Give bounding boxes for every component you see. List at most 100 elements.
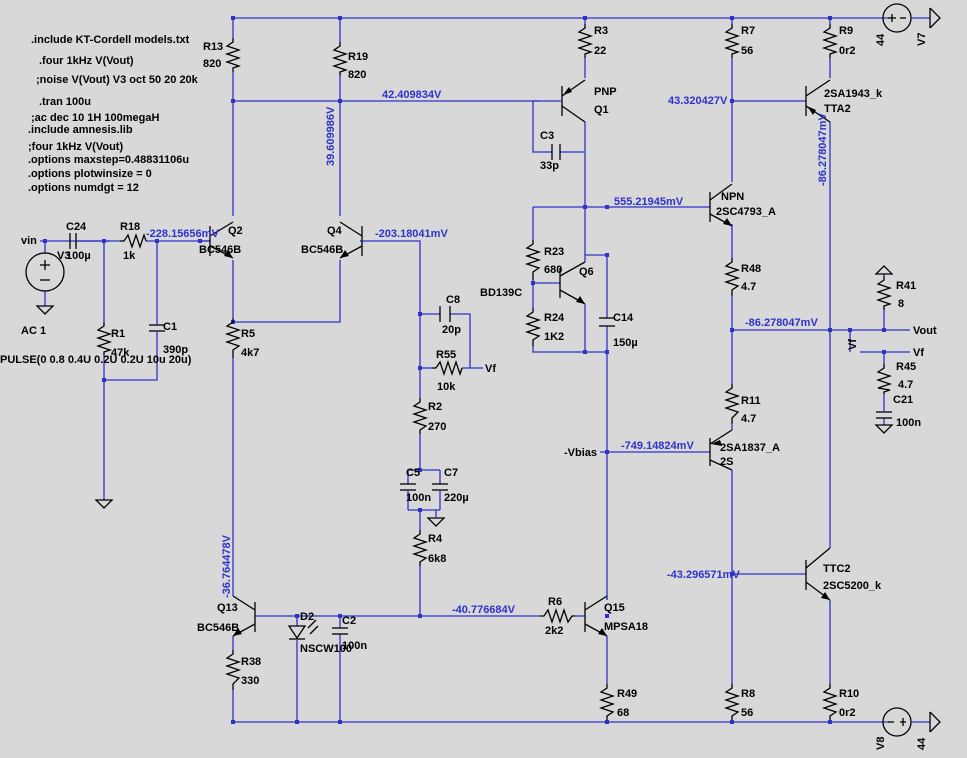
label-TTA2: TTA2 <box>824 103 851 115</box>
value-2S: 2SA1837_A <box>720 442 780 454</box>
source-V3 <box>25 252 65 292</box>
directive-5: .include amnesis.lib <box>28 124 133 136</box>
transistor-Q4 <box>339 221 363 259</box>
voltage-q13-collector: -36.764478V <box>221 534 233 598</box>
directive-7: .options maxstep=0.48831106u <box>28 154 189 166</box>
value-R3: 22 <box>594 45 606 57</box>
value-C2: 100n <box>342 640 367 652</box>
net-vf-side: Vf <box>847 339 859 350</box>
resistor-R55 <box>432 359 463 377</box>
label-Q13: Q13 <box>217 602 238 614</box>
directive-1: .four 1kHz V(Vout) <box>39 55 134 67</box>
label-R4: R4 <box>428 533 443 545</box>
value-R41: 8 <box>898 298 904 310</box>
capacitor-C5 <box>400 470 416 510</box>
ground-r1 <box>94 499 114 509</box>
value-R38: 330 <box>241 675 259 687</box>
value-R5: 4k7 <box>241 347 259 359</box>
resistor-R18 <box>120 232 147 250</box>
label-R19: R19 <box>348 51 368 63</box>
capacitor-C8 <box>439 306 451 322</box>
label-R41: R41 <box>896 280 916 292</box>
value-Q13: BC546B <box>197 622 239 634</box>
value-C3: 33p <box>540 160 559 172</box>
transistor-2S <box>709 429 733 471</box>
resistor-R24 <box>524 308 542 346</box>
label-R9: R9 <box>839 25 853 37</box>
transistor-Q2 <box>209 221 234 259</box>
voltage-pnp-driver-base: -749.14824mV <box>621 440 694 452</box>
value-R24: 1K2 <box>544 331 564 343</box>
value-R45: 4.7 <box>898 379 913 391</box>
value-TTA2: 2SA1943_k <box>824 88 883 100</box>
value-R48: 4.7 <box>741 281 756 293</box>
value-C24: 100µ <box>66 250 91 262</box>
capacitor-C1 <box>149 324 165 350</box>
value-R7: 56 <box>741 45 753 57</box>
ground-r41 <box>874 265 894 275</box>
ground-c5 <box>426 517 446 527</box>
value-R10: 0r2 <box>839 707 856 719</box>
value-R1: 47k <box>111 347 130 359</box>
value-R6: 2k2 <box>545 625 563 637</box>
wires <box>40 17 910 723</box>
label-C7: C7 <box>444 467 458 479</box>
resistor-R19 <box>331 42 349 76</box>
label-R3: R3 <box>594 25 608 37</box>
label-R48: R48 <box>741 263 761 275</box>
label-Q4: Q4 <box>327 225 343 237</box>
voltage-npn-base: 555.21945mV <box>614 196 684 208</box>
capacitors <box>69 144 892 635</box>
label-C24: C24 <box>66 221 87 233</box>
capacitor-C2 <box>332 627 348 635</box>
transistors <box>209 79 831 637</box>
resistor-R8 <box>723 684 741 720</box>
value-R11: 4.7 <box>741 413 756 425</box>
label-Q15: Q15 <box>604 602 625 614</box>
net-vbias: -Vbias <box>564 447 597 459</box>
transistor-Q13 <box>232 595 256 637</box>
value-R2: 270 <box>428 421 446 433</box>
value-C21: 100n <box>896 417 921 429</box>
value-Q6: BD139C <box>480 287 522 299</box>
label-V8: V8 <box>875 737 887 750</box>
label-R2: R2 <box>428 401 442 413</box>
value-R23: 680 <box>544 264 562 276</box>
junctions <box>43 16 886 724</box>
label-V7: V7 <box>916 33 928 46</box>
label-NPN: NPN <box>721 191 744 203</box>
ground-c21 <box>874 424 894 434</box>
label-D2: D2 <box>300 611 314 623</box>
resistor-R10 <box>821 684 839 720</box>
label-2S: 2S <box>720 456 733 468</box>
value-C14: 150µ <box>613 337 638 349</box>
label-R8: R8 <box>741 688 755 700</box>
resistor-R1 <box>95 322 113 355</box>
net-vin: vin <box>21 235 37 247</box>
resistor-R5 <box>224 318 242 358</box>
net-vf-out: Vf <box>913 347 924 359</box>
value-C8: 20p <box>442 324 461 336</box>
node-voltages: 42.409834V 39.609986V 43.320427V -86.278… <box>146 89 829 616</box>
value-D2: NSCW100 <box>300 643 352 655</box>
value-V8: 44 <box>916 737 928 750</box>
voltage-out-node: -86.278047mV <box>745 317 818 329</box>
label-R23: R23 <box>544 246 564 258</box>
value-NPN: 2SC4793_A <box>716 206 776 218</box>
value-Q1: PNP <box>594 86 617 98</box>
resistor-R45 <box>875 364 893 394</box>
label-R45: R45 <box>896 361 916 373</box>
label-Q1: Q1 <box>594 104 609 116</box>
resistors <box>95 24 893 720</box>
value-R4: 6k8 <box>428 553 446 565</box>
value-C7: 220µ <box>444 492 469 504</box>
directive-0: .include KT-Cordell models.txt <box>31 34 190 46</box>
ground-v3 <box>35 305 55 315</box>
transistor-Q6 <box>559 255 586 315</box>
directive-4: ;ac dec 10 1H 100megaH <box>31 112 159 124</box>
net-vf-fb: Vf <box>485 363 496 375</box>
label-C3: C3 <box>540 130 554 142</box>
voltage-q1-base: 42.409834V <box>382 89 442 101</box>
resistor-R4 <box>411 530 429 566</box>
